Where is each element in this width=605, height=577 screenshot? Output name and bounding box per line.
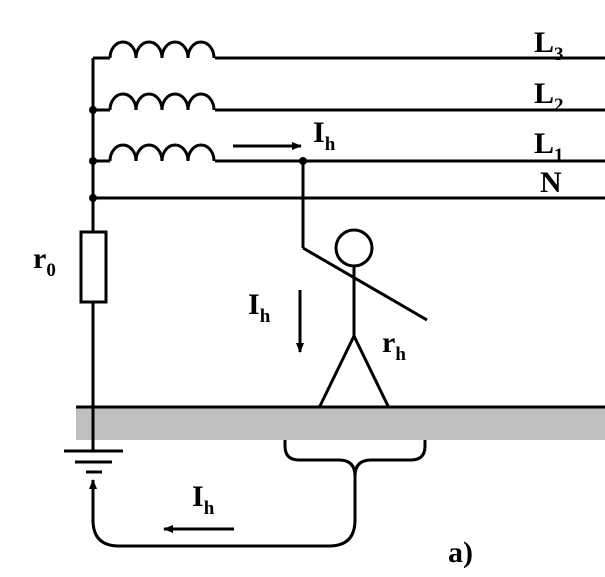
junction-dot — [89, 194, 97, 202]
junction-dot — [299, 157, 307, 165]
ground-soil — [76, 407, 605, 440]
coil-l3 — [108, 40, 216, 59]
coil-l2 — [108, 92, 216, 111]
label-l3: L3 — [534, 26, 564, 65]
junction-dot — [89, 106, 97, 114]
label-ih-top: Ih — [313, 116, 336, 155]
arm — [302, 246, 428, 322]
current-spread-brace — [283, 440, 427, 477]
label-n: N — [540, 166, 562, 199]
label-rh: rh — [382, 326, 406, 365]
label-l2: L2 — [534, 77, 564, 116]
label-r0: r0 — [33, 242, 56, 281]
label-ih-ground: Ih — [192, 480, 215, 519]
coil-l1 — [108, 143, 216, 162]
figure-label: a) — [448, 536, 473, 569]
earth-icon — [64, 449, 123, 474]
person-head — [334, 228, 374, 268]
return-path — [89, 476, 357, 548]
junction-dot — [89, 157, 97, 165]
label-l1: L1 — [534, 127, 564, 166]
resistor-r0 — [79, 230, 108, 304]
label-ih-body: Ih — [248, 288, 271, 327]
